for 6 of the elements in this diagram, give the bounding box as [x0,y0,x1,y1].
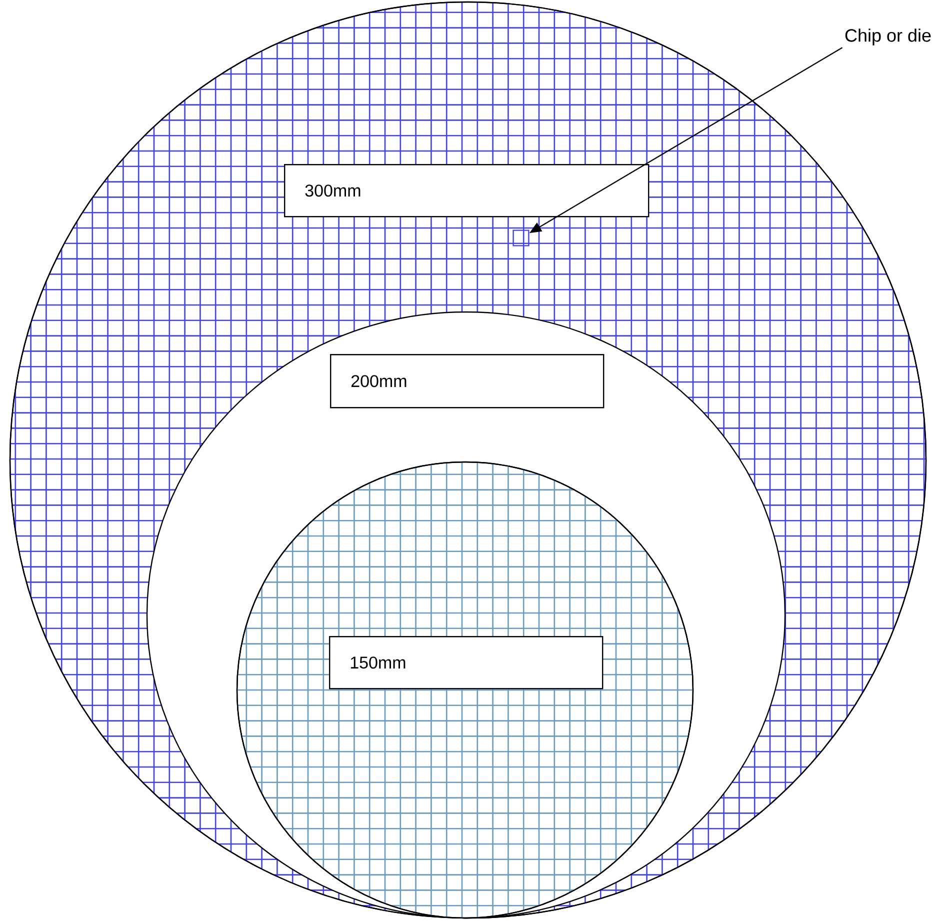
wafer-circle [236,461,694,919]
chip-square [512,230,530,246]
label-box: 300mm [284,164,650,218]
label-box: 200mm [330,354,604,408]
label-box: 150mm [329,636,604,690]
callout-text: Chip or die [845,28,931,46]
